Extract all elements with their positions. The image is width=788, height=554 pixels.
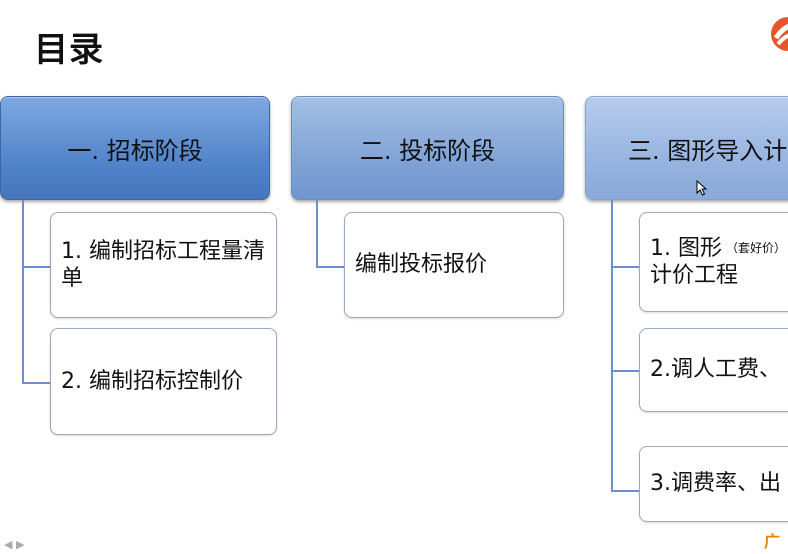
section-item-label: 编制投标报价	[355, 252, 488, 278]
section-header-label: 二. 投标阶段	[359, 136, 496, 165]
brand-logo-icon	[771, 17, 788, 51]
slide-title: 目录	[34, 30, 104, 70]
section-item[interactable]: 3.调费率、出	[639, 446, 788, 522]
section-item[interactable]: 2. 编制招标控制价	[50, 328, 277, 435]
section-header-label: 三. 图形导入计	[628, 136, 788, 165]
section-item[interactable]: 1. 编制招标工程量清单	[50, 212, 277, 318]
tree-connector	[611, 200, 641, 492]
footer-logo: 广	[764, 532, 781, 551]
section-header-tendering[interactable]: 一. 招标阶段	[0, 96, 270, 200]
section-item-note: （套好价）	[725, 241, 786, 255]
section-item[interactable]: 2.调人工费、	[639, 328, 788, 412]
section-header-graphic-import[interactable]: 三. 图形导入计	[585, 96, 788, 200]
tree-connector	[316, 200, 346, 268]
section-item-label: 1. 编制招标工程量清单	[61, 238, 265, 292]
section-item[interactable]: 编制投标报价	[344, 212, 564, 318]
section-item-label: 2.调人工费、	[650, 357, 781, 383]
section-item[interactable]: 1. 图形（套好价） 计价工程	[639, 212, 788, 312]
slide-nav-icons[interactable]: ◀ ▶	[4, 538, 25, 551]
section-header-bidding[interactable]: 二. 投标阶段	[291, 96, 564, 200]
mouse-cursor-icon	[696, 180, 708, 196]
section-item-label: 计价工程	[650, 263, 739, 288]
section-header-label: 一. 招标阶段	[67, 136, 203, 165]
section-item-label: 2. 编制招标控制价	[61, 368, 243, 394]
tree-connector	[22, 200, 52, 384]
section-item-label: 3.调费率、出	[650, 471, 781, 497]
section-item-label: 1. 图形	[650, 235, 722, 261]
